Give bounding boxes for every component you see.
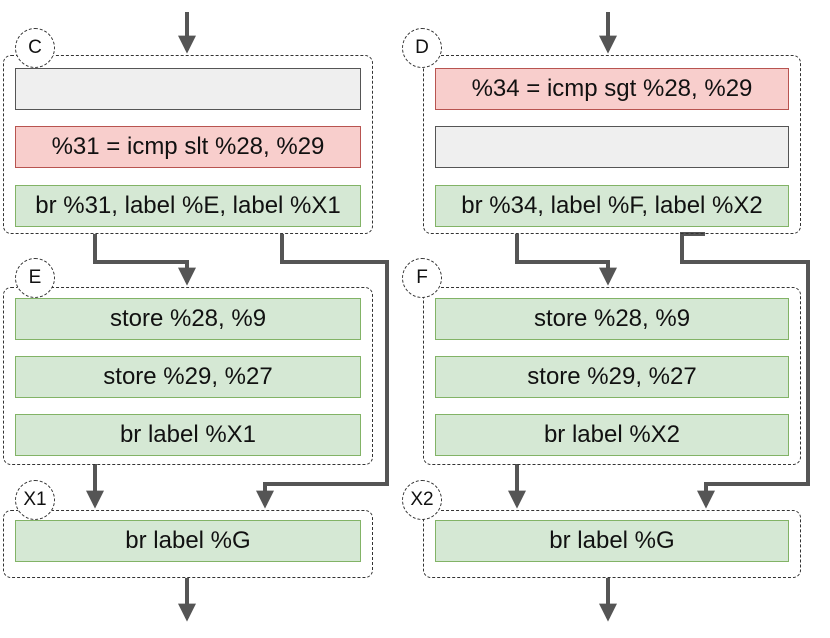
block-d-instruction-3: br %34, label %F, label %X2 [435, 185, 789, 227]
block-x1-instruction-1: br label %G [15, 520, 361, 562]
block-d [423, 55, 801, 234]
block-x2-instruction-1: br label %G [435, 520, 789, 562]
block-f [423, 287, 801, 465]
block-f-instruction-2: store %29, %27 [435, 356, 789, 398]
block-d-instruction-2 [435, 126, 789, 168]
block-c-instruction-2: %31 = icmp slt %28, %29 [15, 126, 361, 168]
block-x1-label: X1 [15, 480, 55, 520]
block-c-instruction-1 [15, 68, 361, 110]
block-d-instruction-1: %34 = icmp sgt %28, %29 [435, 68, 789, 110]
block-x2 [423, 510, 801, 578]
block-x2-label: X2 [402, 480, 442, 520]
block-f-instruction-1: store %28, %9 [435, 298, 789, 340]
block-c-label: C [15, 28, 55, 68]
block-e-instruction-2: store %29, %27 [15, 356, 361, 398]
edge-c-to-e [93, 234, 196, 286]
block-e-instruction-3: br label %X1 [15, 414, 361, 456]
block-f-instruction-3: br label %X2 [435, 414, 789, 456]
edge-d-to-f [515, 234, 617, 286]
block-e-label: E [15, 258, 55, 298]
block-f-label: F [402, 258, 442, 298]
edge-c-to-x1 [256, 234, 389, 509]
block-e-instruction-1: store %28, %9 [15, 298, 361, 340]
edge-d-to-x2 [680, 232, 810, 509]
block-e [3, 287, 373, 465]
block-x1 [3, 510, 373, 578]
block-c-instruction-3: br %31, label %E, label %X1 [15, 185, 361, 227]
block-c [3, 55, 373, 234]
block-d-label: D [402, 28, 442, 68]
